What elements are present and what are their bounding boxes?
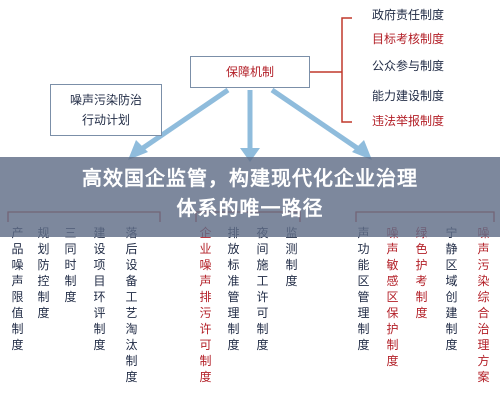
column-item: 三同时制度 — [64, 226, 77, 304]
right-list-item: 违法举报制度 — [372, 114, 445, 128]
column-item: 宁静区域创建制度 — [445, 226, 458, 352]
column-item: 声功能区管理制度 — [357, 226, 370, 352]
column-item: 规划防控制度 — [37, 226, 50, 320]
column-item: 噪声污染综合治理方案 — [477, 226, 490, 384]
right-list-item: 政府责任制度 — [372, 8, 445, 22]
right-bracket — [341, 17, 352, 123]
center-node: 保障机制 — [190, 56, 310, 88]
banner-line-2: 体系的唯一路径 — [176, 196, 324, 220]
column-item: 企业噪声排污许可制度 — [199, 226, 212, 384]
column-item: 夜间施工许可制度 — [256, 226, 269, 352]
column-item: 建设项目环评制度 — [93, 226, 106, 352]
column-item: 产品噪声限值制度 — [11, 226, 24, 352]
column-item: 绿色护考制度 — [415, 226, 428, 320]
arrow-left — [138, 87, 230, 153]
column-item: 排放标准管理制度 — [227, 226, 240, 352]
right-list-item: 目标考核制度 — [372, 32, 445, 46]
title-banner — [0, 157, 500, 237]
banner-title: 高效国企监管，构建现代化企业治理 体系的唯一路径 — [0, 163, 500, 223]
column-item: 落后设备工艺淘汰制度 — [125, 226, 138, 384]
right-list-item: 公众参与制度 — [372, 59, 445, 73]
column-item: 噪声敏感区保护制度 — [386, 226, 399, 368]
plan-node: 噪声污染防治行动计划 — [50, 84, 162, 136]
banner-line-1: 高效国企监管，构建现代化企业治理 — [82, 166, 418, 190]
arrow-right — [270, 87, 362, 153]
right-list-item: 能力建设制度 — [372, 89, 445, 103]
plan-node-label: 噪声污染防治行动计划 — [69, 93, 142, 127]
